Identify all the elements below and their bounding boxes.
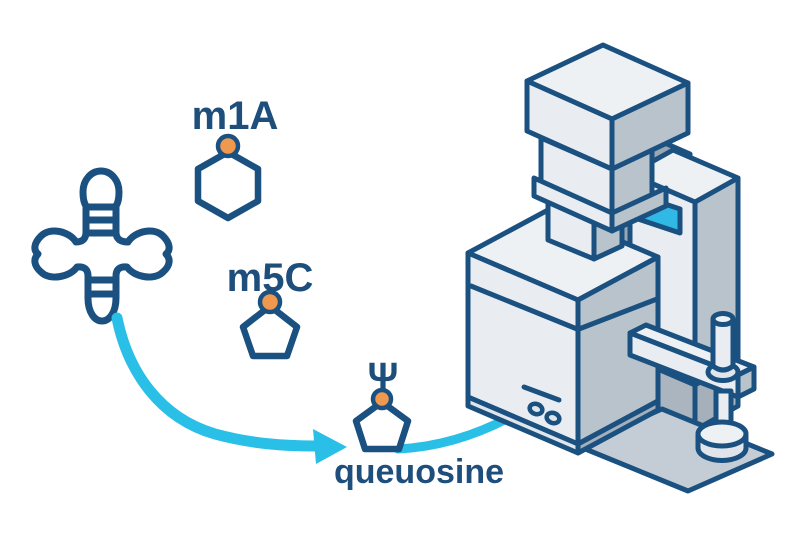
- m5c-modification: m5C: [227, 256, 313, 360]
- modification-dot: [215, 133, 241, 159]
- lid-seam-side: [576, 296, 660, 332]
- sample-compartment: [465, 207, 661, 456]
- lid-seam: [468, 283, 580, 332]
- pentagon-nucleobase-icon: [352, 398, 412, 453]
- curved-arrow-icon: [111, 312, 347, 464]
- stem-rungs: [86, 203, 116, 298]
- m1a-label: m1A: [192, 94, 279, 138]
- front-slot: [521, 384, 562, 403]
- neck-lip: [531, 175, 669, 234]
- leveling-foot: [695, 388, 749, 463]
- head-unit: [524, 42, 691, 172]
- modification-dot: [370, 387, 394, 411]
- hexagon-nucleobase-icon: [194, 148, 262, 222]
- mass-spectrometer-icon: [465, 42, 775, 494]
- arrow-head: [313, 429, 347, 464]
- modification-dot: [257, 289, 283, 315]
- pentagon-nucleobase-icon: [239, 302, 301, 360]
- control-button: [544, 410, 562, 426]
- control-button: [527, 401, 545, 417]
- injector-cylinder: [705, 311, 741, 383]
- queuosine-label: queuosine: [334, 453, 504, 491]
- m1a-modification: m1A: [192, 94, 279, 222]
- arrow-shaft: [111, 312, 322, 452]
- trna-cloverleaf-icon: [31, 167, 173, 325]
- psi-modification: Ψ: [352, 356, 412, 453]
